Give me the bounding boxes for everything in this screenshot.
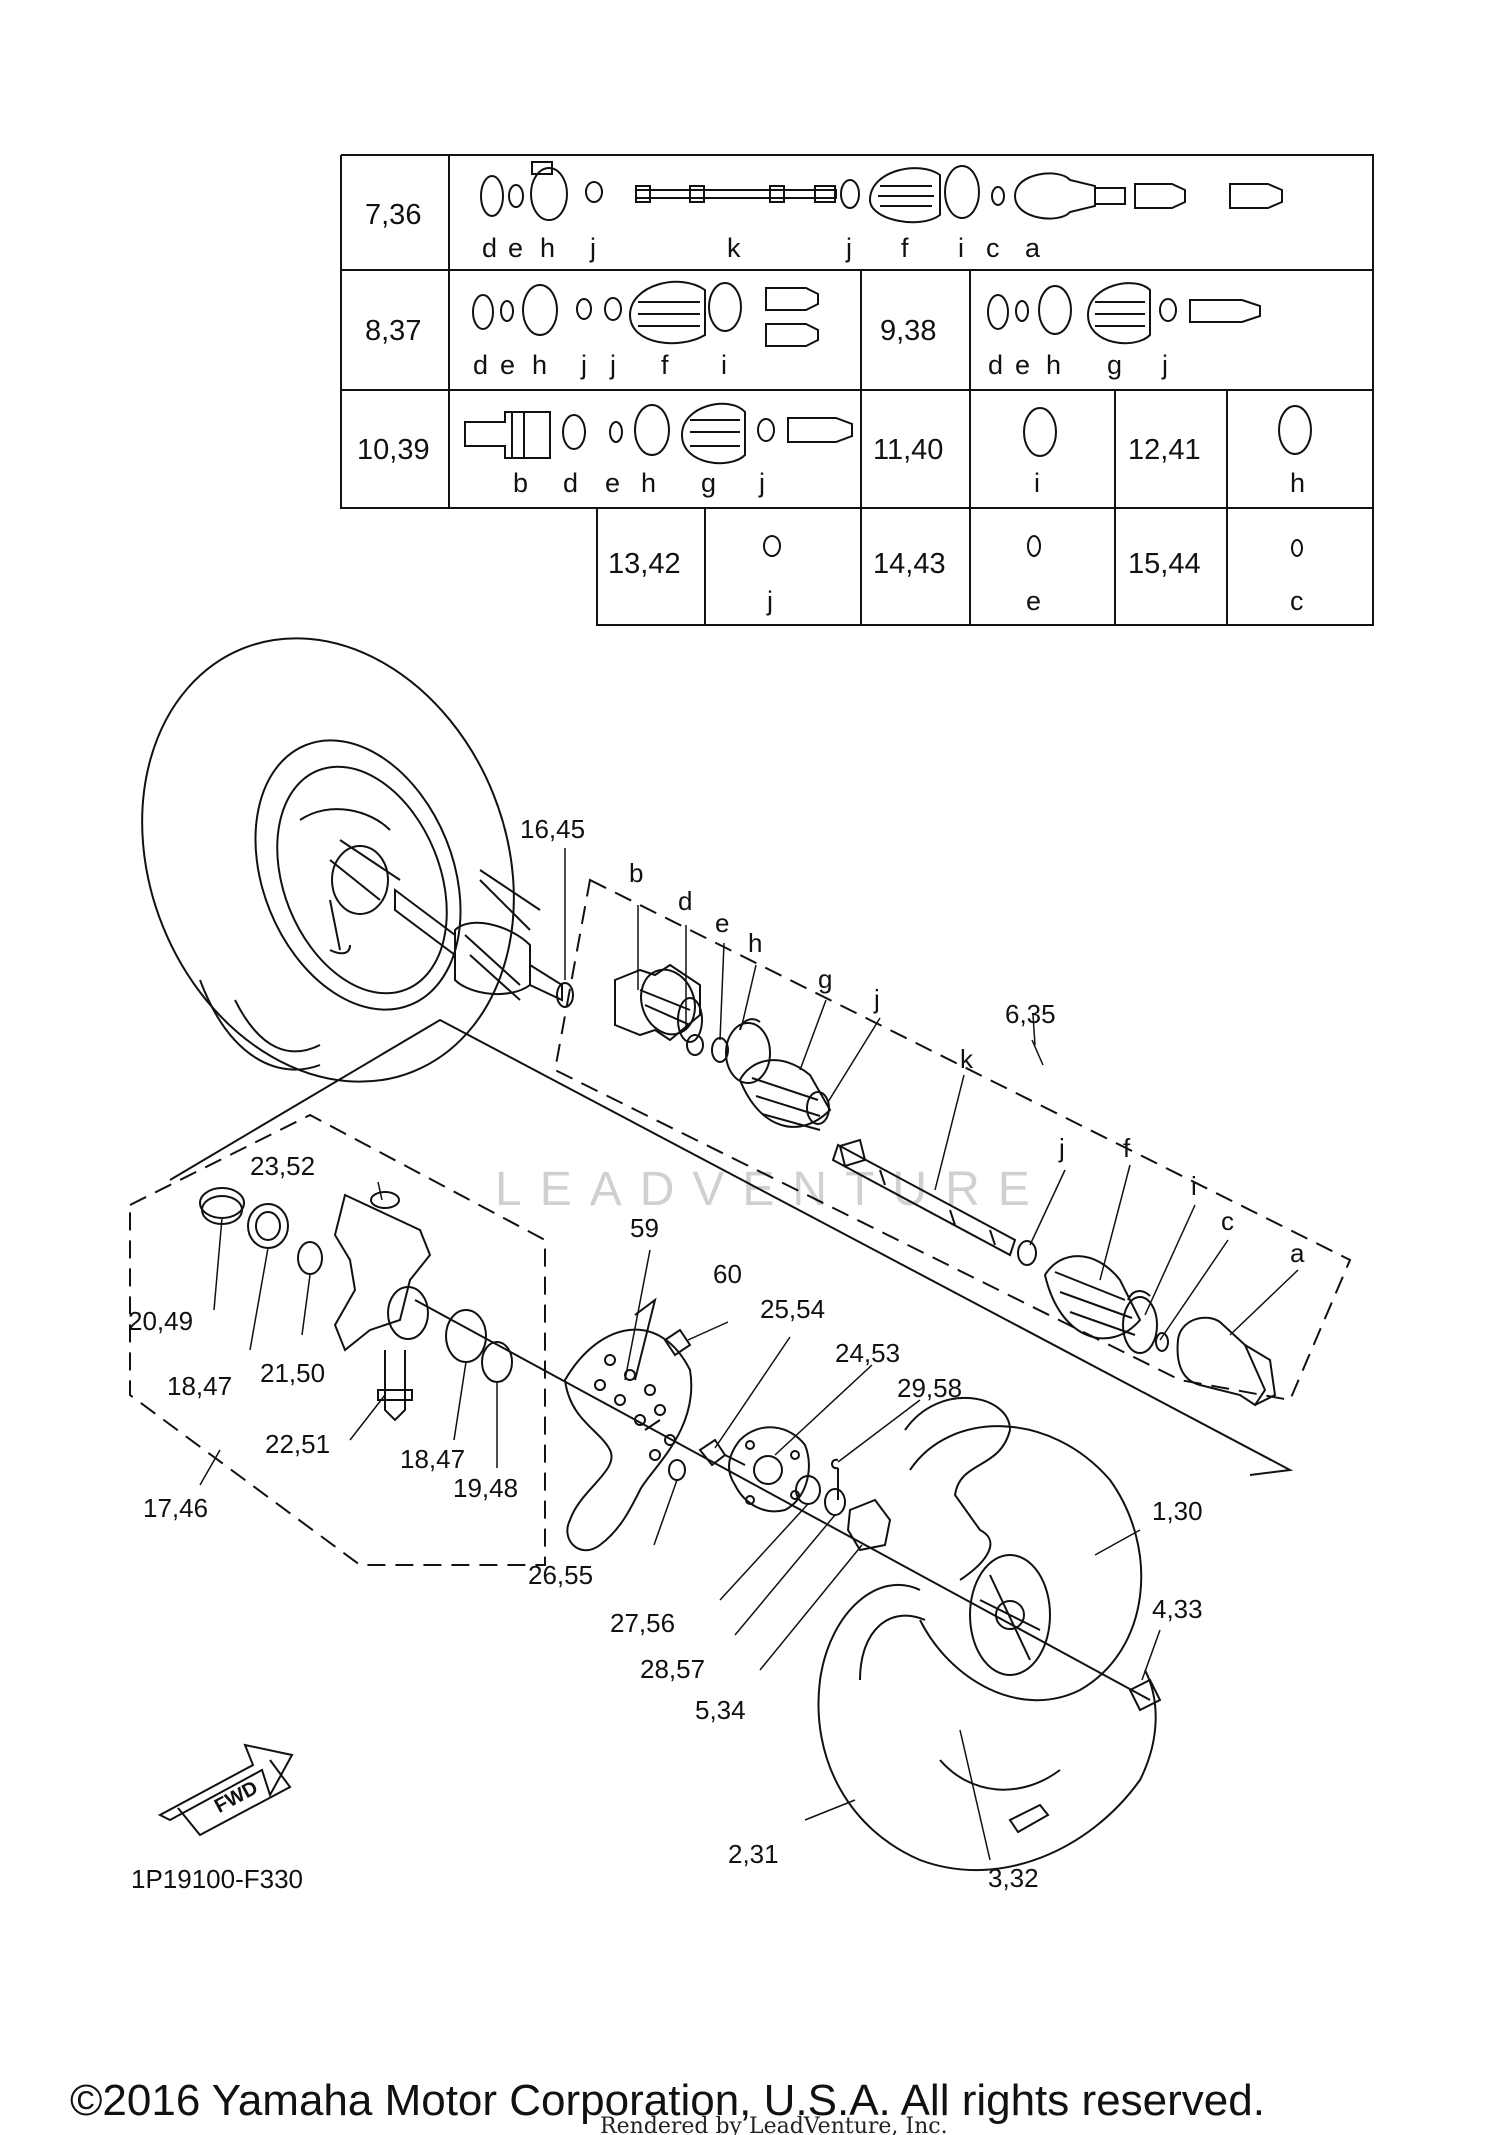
callout-label: 18,47 [167, 1371, 232, 1401]
part-letter: k [727, 233, 741, 263]
callout-label: 27,56 [610, 1608, 675, 1638]
callout-label: 18,47 [400, 1444, 465, 1474]
part-letter: d [473, 350, 488, 380]
callout-label: h [748, 928, 762, 958]
callout-label: 21,50 [260, 1358, 325, 1388]
part-letter: d [988, 350, 1003, 380]
cell-number: 8,37 [365, 315, 421, 347]
callout-label: 59 [630, 1213, 659, 1243]
part-letter: i [1034, 468, 1040, 498]
part-letter: c [1290, 586, 1304, 616]
callout-label: e [715, 908, 729, 938]
part-letter: f [661, 350, 669, 380]
part-letter: g [1107, 350, 1122, 380]
callout-label: j [873, 984, 880, 1014]
part-letter: j [766, 586, 773, 616]
key-table-sketches [464, 161, 1312, 557]
callout-label: 6,35 [1005, 999, 1056, 1029]
callout-label: k [960, 1044, 974, 1074]
callout-label: 2,31 [728, 1839, 779, 1869]
part-letter: j [845, 233, 852, 263]
callout-label: g [818, 964, 832, 994]
cell-number: 15,44 [1128, 548, 1201, 580]
part-letter: e [1015, 350, 1030, 380]
leader-lines [199, 848, 1299, 1861]
callout-label: b [629, 858, 643, 888]
part-letter: h [532, 350, 547, 380]
watermark: LEADVENTURE [495, 1163, 1048, 1216]
callout-label: 1,30 [1152, 1496, 1203, 1526]
part-letter: j [580, 350, 587, 380]
fwd-arrow-icon: FWD [157, 1743, 294, 1837]
callout-label: 26,55 [528, 1560, 593, 1590]
callout-label: 22,51 [265, 1429, 330, 1459]
part-letter: e [605, 468, 620, 498]
key-table [340, 154, 1374, 626]
copyright-text: ©2016 Yamaha Motor Corporation, U.S.A. A… [70, 2076, 1265, 2125]
part-letter: e [1026, 586, 1041, 616]
exploded-view [129, 637, 1352, 1872]
callout-label: 4,33 [1152, 1594, 1203, 1624]
callout-label: a [1290, 1238, 1305, 1268]
callout-label: 19,48 [453, 1473, 518, 1503]
part-letter: a [1025, 233, 1041, 263]
callout-label: j [1058, 1133, 1065, 1163]
part-letter: c [986, 233, 1000, 263]
cell-number: 11,40 [873, 434, 943, 466]
cell-number: 7,36 [365, 199, 421, 231]
rendered-by-text: Rendered by LeadVenture, Inc. [600, 2114, 948, 2135]
callout-label: 24,53 [835, 1338, 900, 1368]
callout-label: 5,34 [695, 1695, 746, 1725]
part-letter: d [563, 468, 578, 498]
cell-number: 14,43 [873, 548, 946, 580]
part-letter: h [641, 468, 656, 498]
diagram-code: 1P19100-F330 [131, 1864, 303, 1894]
callout-label: 3,32 [988, 1863, 1039, 1893]
part-letter: j [589, 233, 596, 263]
part-letter: i [958, 233, 964, 263]
cell-number: 12,41 [1128, 434, 1201, 466]
callout-label: 28,57 [640, 1654, 705, 1684]
cell-number: 13,42 [608, 548, 681, 580]
callout-label: 20,49 [128, 1306, 193, 1336]
part-letter: f [901, 233, 909, 263]
part-letter: e [508, 233, 523, 263]
part-letter: g [701, 468, 716, 498]
part-letter: e [500, 350, 515, 380]
part-letter: h [1046, 350, 1061, 380]
callout-label: 25,54 [760, 1294, 825, 1324]
callout-label: 23,52 [250, 1151, 315, 1181]
part-letter: d [482, 233, 497, 263]
callout-label: d [678, 886, 692, 916]
part-letter: j [609, 350, 616, 380]
callout-label: 17,46 [143, 1493, 208, 1523]
part-letter: j [1161, 350, 1168, 380]
part-letter: h [540, 233, 555, 263]
part-letter: i [721, 350, 727, 380]
callout-label: f [1123, 1133, 1131, 1163]
cell-number: 9,38 [880, 315, 936, 347]
part-letter: h [1290, 468, 1305, 498]
callout-label: i [1191, 1171, 1197, 1201]
callout-label: 16,45 [520, 814, 585, 844]
cell-number: 10,39 [357, 434, 430, 466]
part-letter: j [758, 468, 765, 498]
callout-label: 29,58 [897, 1373, 962, 1403]
callout-label: 60 [713, 1259, 742, 1289]
part-letter: b [513, 468, 528, 498]
callout-label: c [1221, 1206, 1234, 1236]
